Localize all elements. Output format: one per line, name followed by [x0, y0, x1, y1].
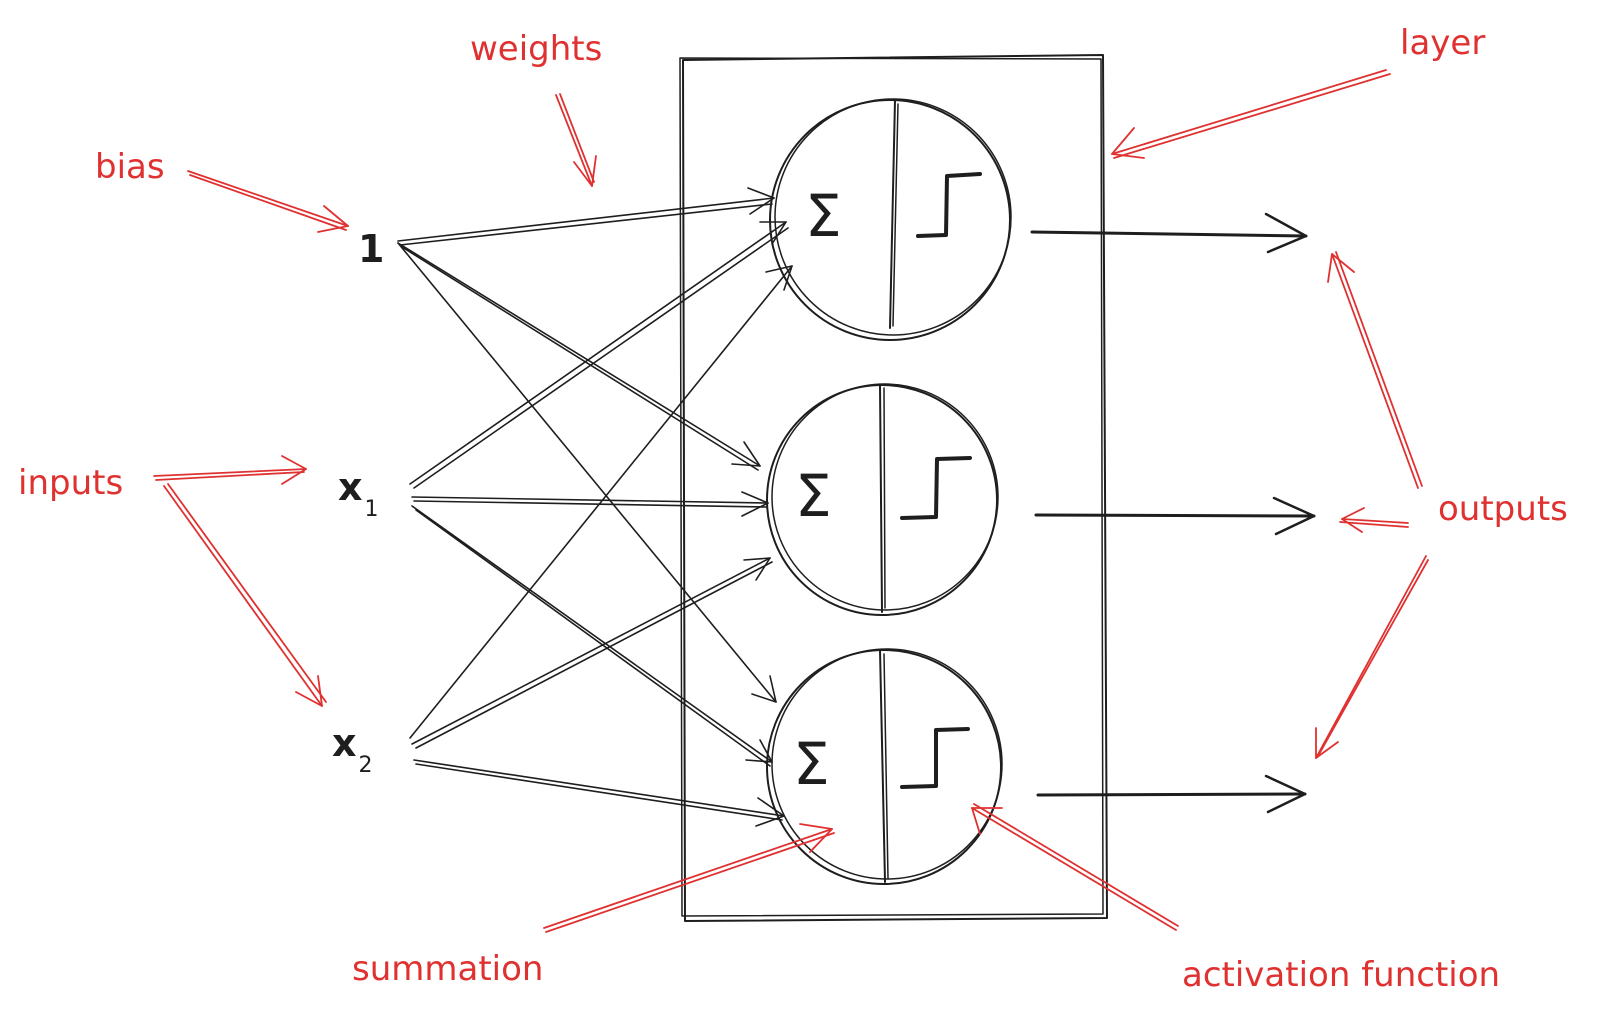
summation-symbol: Σ	[805, 182, 842, 250]
output-arrows	[1030, 212, 1316, 814]
annotation-arrows	[153, 69, 1429, 933]
annotation-activation-function: activation function	[1182, 955, 1500, 995]
input-label-bias: 1	[358, 227, 384, 271]
neuron-bottom: Σ	[766, 648, 1003, 885]
input-label-x2: x2	[332, 721, 373, 778]
annotation-layer: layer	[1400, 23, 1485, 63]
annotation-weights: weights	[470, 29, 602, 69]
input-label-x1: x1	[338, 465, 379, 522]
layer-box	[679, 54, 1108, 922]
summation-symbol: Σ	[795, 462, 832, 530]
annotation-outputs: outputs	[1438, 489, 1568, 529]
annotation-inputs: inputs	[18, 463, 123, 503]
annotation-bias: bias	[95, 147, 165, 187]
activation-step-icon	[916, 172, 982, 238]
annotation-summation: summation	[352, 949, 543, 989]
activation-step-icon	[900, 456, 972, 520]
weight-connections	[397, 187, 793, 827]
summation-symbol: Σ	[793, 730, 830, 798]
neuron-middle: Σ	[766, 383, 999, 616]
neuron-top: Σ	[769, 98, 1012, 341]
activation-step-icon	[900, 727, 970, 789]
